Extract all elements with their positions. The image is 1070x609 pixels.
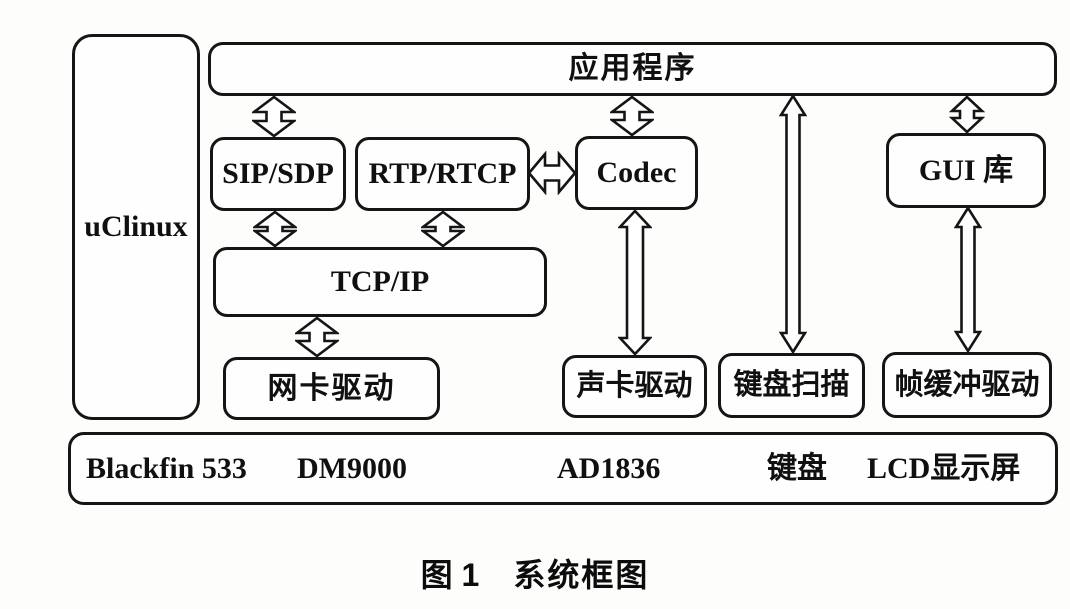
hardware-layer-bar: Blackfin 533 DM9000 AD1836 键盘 LCD显示屏 [68, 432, 1058, 505]
tcp-ip-box: TCP/IP [213, 247, 547, 317]
keyboard-scan-box: 键盘扫描 [718, 353, 865, 418]
hw-keyboard-label: 键盘 [767, 451, 827, 485]
rtp-rtcp-box: RTP/RTCP [355, 137, 530, 211]
uclinux-os-label: uClinux [84, 210, 188, 243]
double-arrow-gui-framebuffer-icon [954, 207, 982, 352]
sip-sdp-label: SIP/SDP [222, 157, 334, 190]
framebuffer-driver-box: 帧缓冲驱动 [882, 352, 1052, 418]
double-arrow-app-sip-icon [252, 96, 296, 137]
figure-caption-number: 图 1 [420, 557, 480, 593]
hw-dm9000-label: DM9000 [297, 451, 407, 485]
figure-caption: 图 1 系统框图 [0, 552, 1070, 598]
hw-lcd-label: LCD显示屏 [867, 451, 1021, 485]
double-arrow-codec-sound-icon [618, 210, 652, 355]
sound-driver-label: 声卡驱动 [576, 370, 693, 402]
application-layer-bar: 应用程序 [208, 42, 1057, 96]
codec-label: Codec [596, 156, 677, 189]
double-arrow-tcpip-nic-icon [295, 317, 339, 357]
double-arrow-app-keyboard-icon [779, 95, 807, 353]
nic-driver-label: 网卡驱动 [267, 371, 396, 405]
gui-lib-label: GUI 库 [918, 153, 1014, 187]
sound-driver-box: 声卡驱动 [562, 355, 707, 418]
rtp-rtcp-label: RTP/RTCP [368, 157, 517, 190]
tcp-ip-label: TCP/IP [330, 265, 430, 298]
uclinux-os-box: uClinux [72, 34, 200, 420]
hw-ad1836-label: AD1836 [557, 451, 661, 485]
nic-driver-box: 网卡驱动 [223, 357, 440, 420]
hw-blackfin-label: Blackfin 533 [86, 451, 247, 485]
codec-box: Codec [575, 136, 698, 210]
double-arrow-sip-tcpip-icon [253, 211, 297, 247]
keyboard-scan-label: 键盘扫描 [733, 369, 850, 401]
gui-lib-box: GUI 库 [886, 133, 1046, 208]
framebuffer-driver-label: 帧缓冲驱动 [894, 368, 1040, 401]
double-arrow-rtp-codec-icon [528, 151, 576, 195]
double-arrow-app-gui-icon [949, 96, 985, 133]
figure-caption-title: 系统框图 [513, 557, 650, 593]
sip-sdp-box: SIP/SDP [210, 137, 346, 211]
double-arrow-app-codec-icon [610, 96, 654, 136]
application-layer-label: 应用程序 [568, 52, 697, 85]
double-arrow-rtp-tcpip-icon [421, 211, 465, 247]
